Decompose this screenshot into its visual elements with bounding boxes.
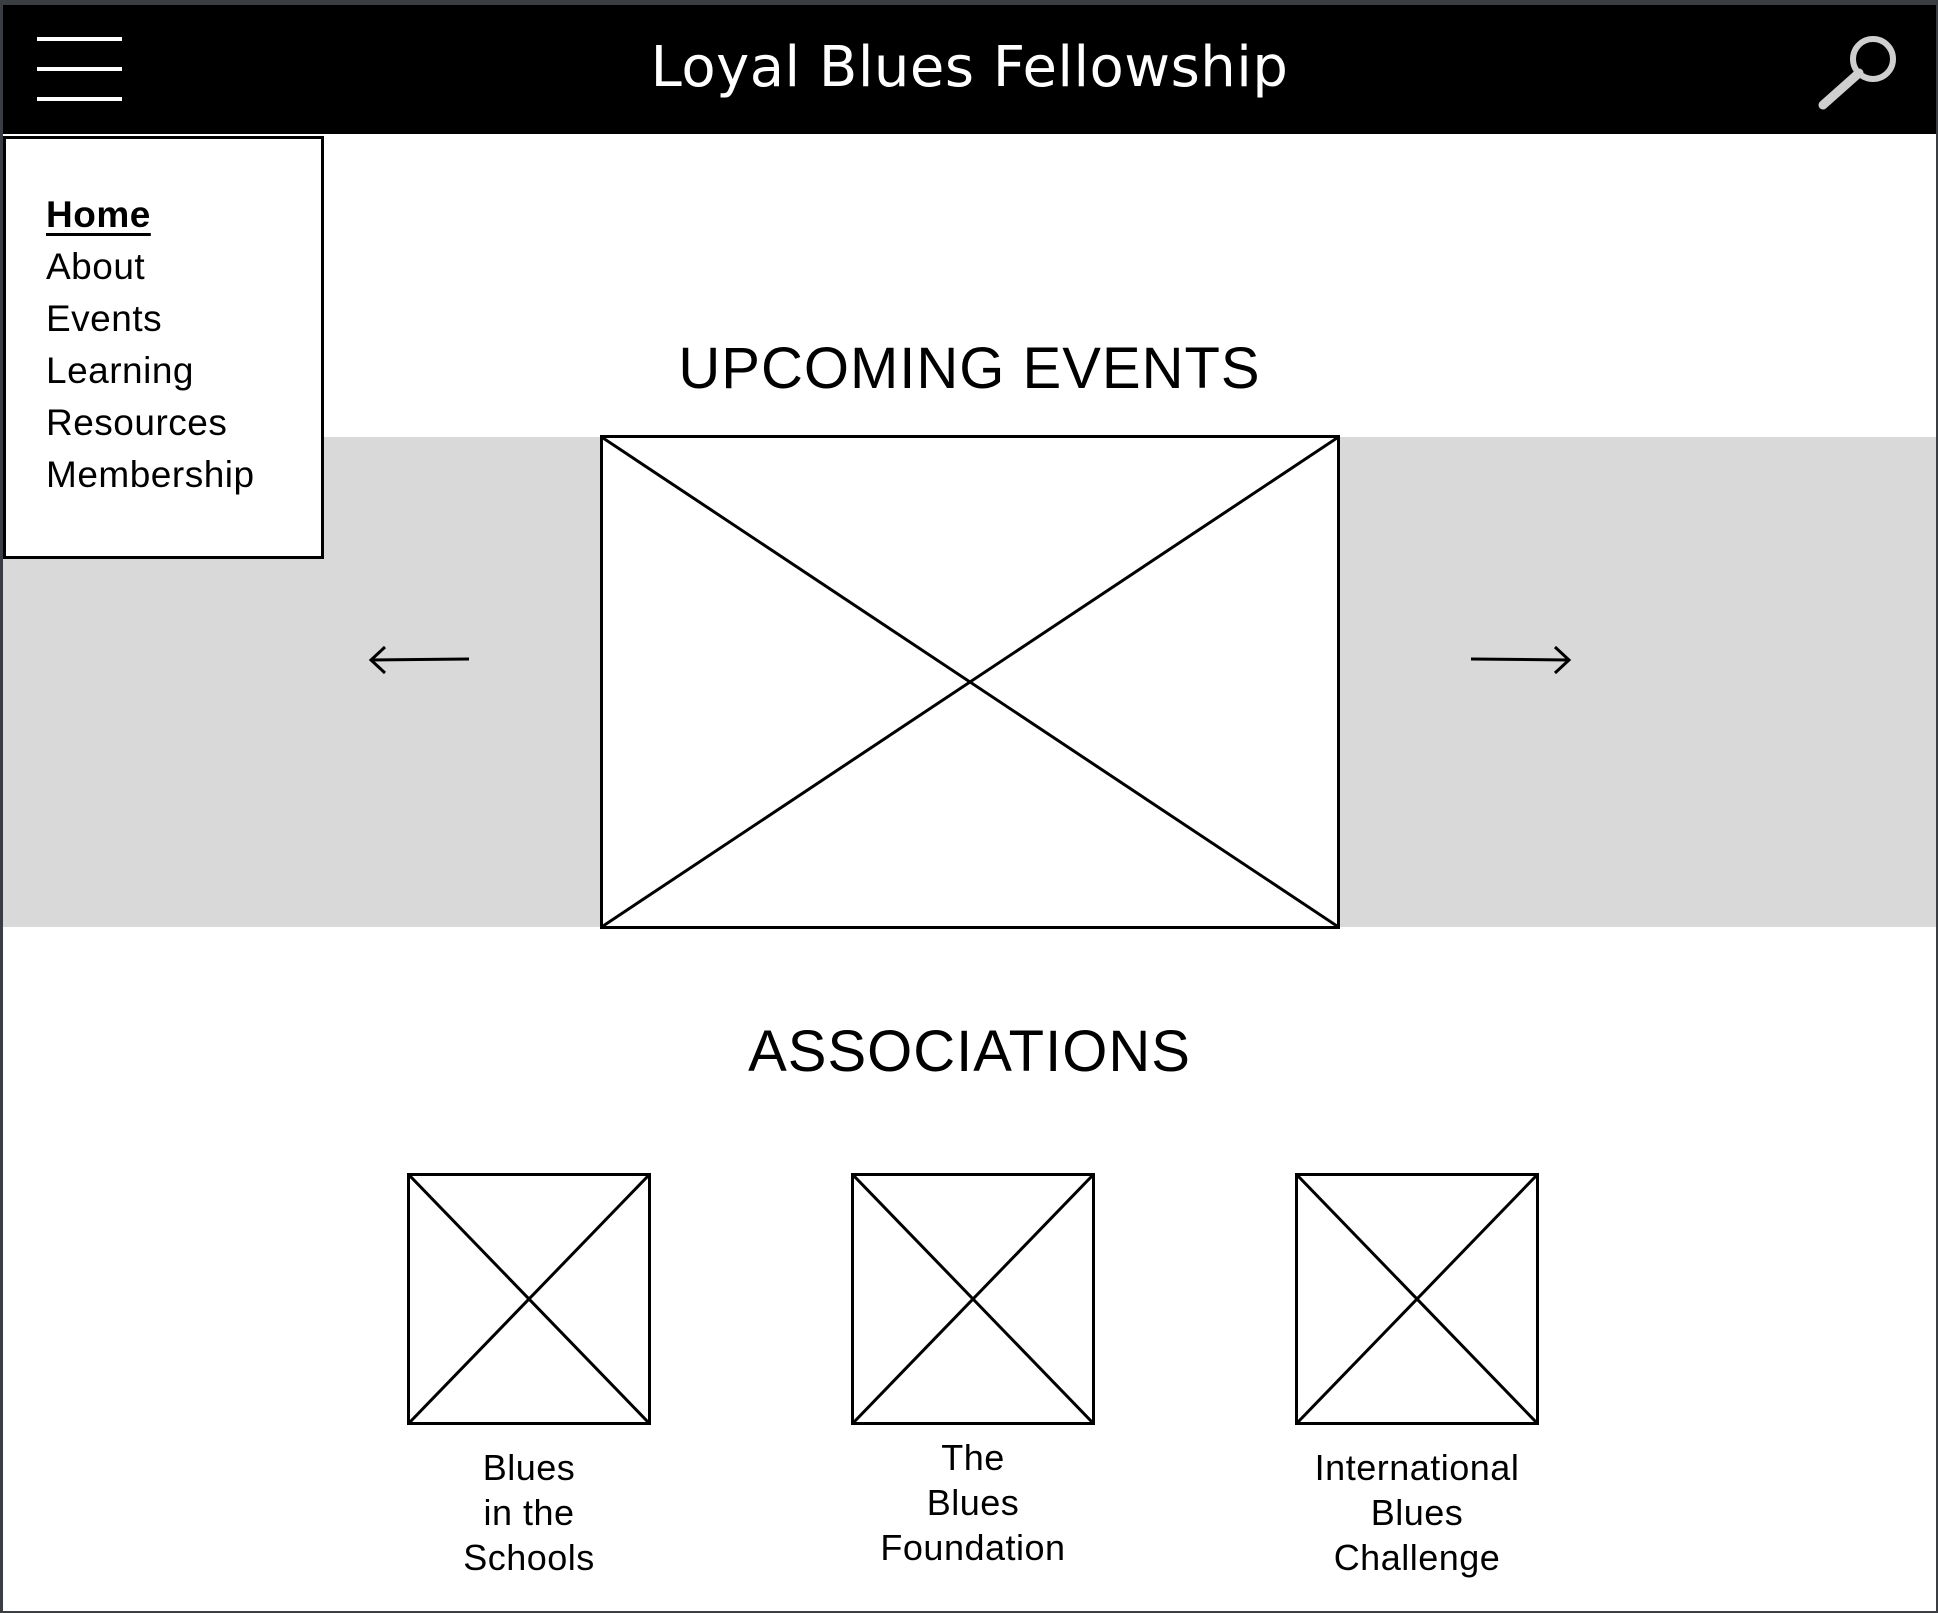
nav-menu: Home About Events Learning Resources Mem… xyxy=(3,136,324,559)
page: Loyal Blues Fellowship Home About Events… xyxy=(3,5,1936,1611)
nav-item-resources[interactable]: Resources xyxy=(46,402,228,443)
arrow-left-icon[interactable] xyxy=(365,635,475,685)
associations-heading: ASSOCIATIONS xyxy=(748,1019,1191,1084)
hamburger-menu-icon[interactable] xyxy=(37,33,122,103)
nav-item-membership[interactable]: Membership xyxy=(46,454,255,495)
nav-item-events[interactable]: Events xyxy=(46,298,163,339)
association-label: The Blues Foundation xyxy=(880,1437,1066,1568)
association-card: Blues in the Schools xyxy=(389,1173,669,1580)
event-image-placeholder[interactable] xyxy=(600,435,1340,929)
top-bar: Loyal Blues Fellowship xyxy=(3,5,1936,134)
nav-item-home[interactable]: Home xyxy=(46,194,151,235)
nav-item-learning[interactable]: Learning xyxy=(46,350,195,391)
arrow-right-icon[interactable] xyxy=(1465,635,1575,685)
association-card: The Blues Foundation xyxy=(833,1163,1113,1570)
association-image-placeholder[interactable] xyxy=(851,1173,1095,1425)
association-label: International Blues Challenge xyxy=(1314,1447,1520,1578)
association-image-placeholder[interactable] xyxy=(407,1173,651,1425)
nav-item-about[interactable]: About xyxy=(46,246,146,287)
association-card: International Blues Challenge xyxy=(1277,1173,1557,1580)
association-image-placeholder[interactable] xyxy=(1295,1173,1539,1425)
search-icon[interactable] xyxy=(1813,33,1903,113)
site-title: Loyal Blues Fellowship xyxy=(650,35,1289,100)
upcoming-events-heading: UPCOMING EVENTS xyxy=(678,336,1261,401)
association-label: Blues in the Schools xyxy=(463,1447,595,1578)
